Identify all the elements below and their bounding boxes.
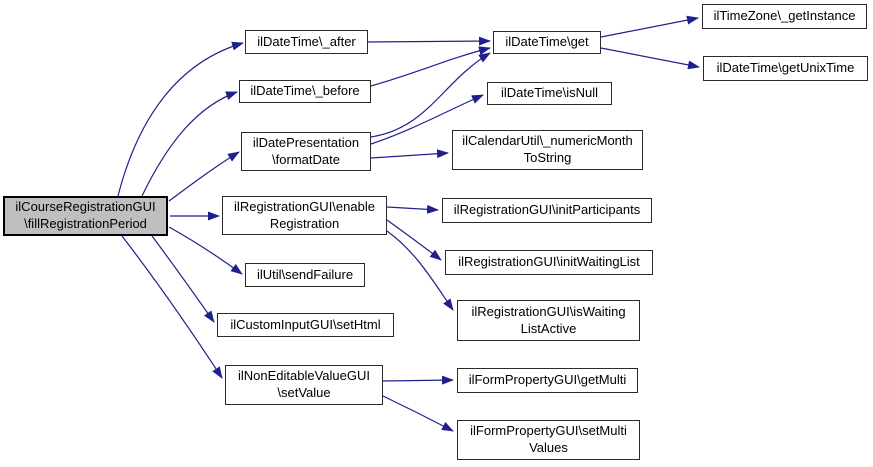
node-label-line: ilRegistrationGUI\enable [234, 198, 375, 214]
node-label-line: ilFormPropertyGUI\setMulti [470, 423, 627, 439]
node-label-line: ilDateTime\isNull [500, 85, 599, 101]
graph-node-formatDate[interactable]: ilDatePresentation\formatDate [241, 132, 371, 171]
call-edge-setValue-getMulti [382, 375, 454, 385]
call-edge-get-getUnixTime [600, 47, 700, 70]
graph-node-setValue[interactable]: ilNonEditableValueGUI\setValue [225, 365, 383, 405]
node-label-line: ilCustomInputGUI\setHtml [230, 316, 381, 332]
call-edge-enable-initParticipants [386, 204, 439, 214]
call-edge-main-setHtml [151, 235, 215, 323]
graph-node-getMulti[interactable]: ilFormPropertyGUI\getMulti [457, 368, 638, 393]
call-edge-main-formatDate [168, 151, 240, 202]
graph-node-getUnixTime[interactable]: ilDateTime\getUnixTime [703, 56, 868, 81]
graph-node-getInstance[interactable]: ilTimeZone\_getInstance [702, 4, 867, 29]
node-label-line: ilRegistrationGUI\initParticipants [453, 202, 641, 218]
call-edge-after-get [367, 36, 491, 46]
node-label-line: \fillRegistrationPeriod [24, 216, 147, 231]
node-label-line: ilRegistrationGUI\initWaitingList [458, 254, 640, 270]
node-label-line: ilDatePresentation [252, 134, 360, 150]
call-edge-main-after [117, 41, 244, 197]
graph-node-isNull[interactable]: ilDateTime\isNull [487, 82, 612, 105]
node-label-line: \setValue [277, 385, 331, 400]
graph-node-main[interactable]: ilCourseRegistrationGUI\fillRegistration… [3, 196, 168, 236]
call-edge-main-sendFailure [168, 226, 243, 275]
graph-node-setHtml[interactable]: ilCustomInputGUI\setHtml [217, 313, 394, 337]
node-label-line: ListActive [520, 320, 577, 336]
node-label-line: Values [529, 440, 568, 455]
node-label-line: ilDateTime\get [505, 34, 589, 50]
node-label-line: ilUtil\sendFailure [256, 266, 354, 282]
node-label-line: ilTimeZone\_getInstance [713, 8, 856, 24]
node-label-line: ilFormPropertyGUI\getMulti [468, 372, 627, 388]
node-label-line: ilDateTime\_before [250, 83, 360, 99]
node-label-line: ToString [523, 150, 572, 165]
node-label-line: Registration [269, 215, 340, 231]
call-edge-enable-initWaitingList [386, 219, 442, 261]
node-label-line: ilDateTime\_after [257, 33, 356, 49]
node-label-line: ilCalendarUtil\_numericMonth [462, 133, 633, 149]
call-edge-enable-isWaitingListActive [386, 230, 454, 311]
node-label-line: ilNonEditableValueGUI [238, 368, 370, 384]
call-edge-main-setValue [121, 235, 223, 379]
call-edge-before-get [370, 46, 491, 87]
graph-node-sendFailure[interactable]: ilUtil\sendFailure [245, 263, 365, 287]
graph-node-initParticipants[interactable]: ilRegistrationGUI\initParticipants [442, 198, 652, 223]
graph-node-get[interactable]: ilDateTime\get [493, 31, 601, 54]
graph-node-after[interactable]: ilDateTime\_after [245, 30, 368, 54]
node-label-line: ilDateTime\getUnixTime [716, 60, 855, 76]
node-label-line: ilRegistrationGUI\isWaiting [471, 303, 626, 319]
node-label-line: ilCourseRegistrationGUI [15, 199, 156, 215]
graph-node-before[interactable]: ilDateTime\_before [239, 80, 371, 103]
call-edge-formatDate-get [370, 52, 491, 138]
call-edge-formatDate-isNull [370, 94, 484, 145]
call-edge-formatDate-calendar [370, 149, 449, 159]
call-edge-setValue-setMultiValues [382, 395, 454, 432]
graph-node-initWaitingList[interactable]: ilRegistrationGUI\initWaitingList [445, 250, 653, 275]
node-label-line: \formatDate [272, 151, 340, 167]
call-edge-main-before [141, 91, 238, 197]
call-edge-get-getInstance [600, 15, 699, 38]
